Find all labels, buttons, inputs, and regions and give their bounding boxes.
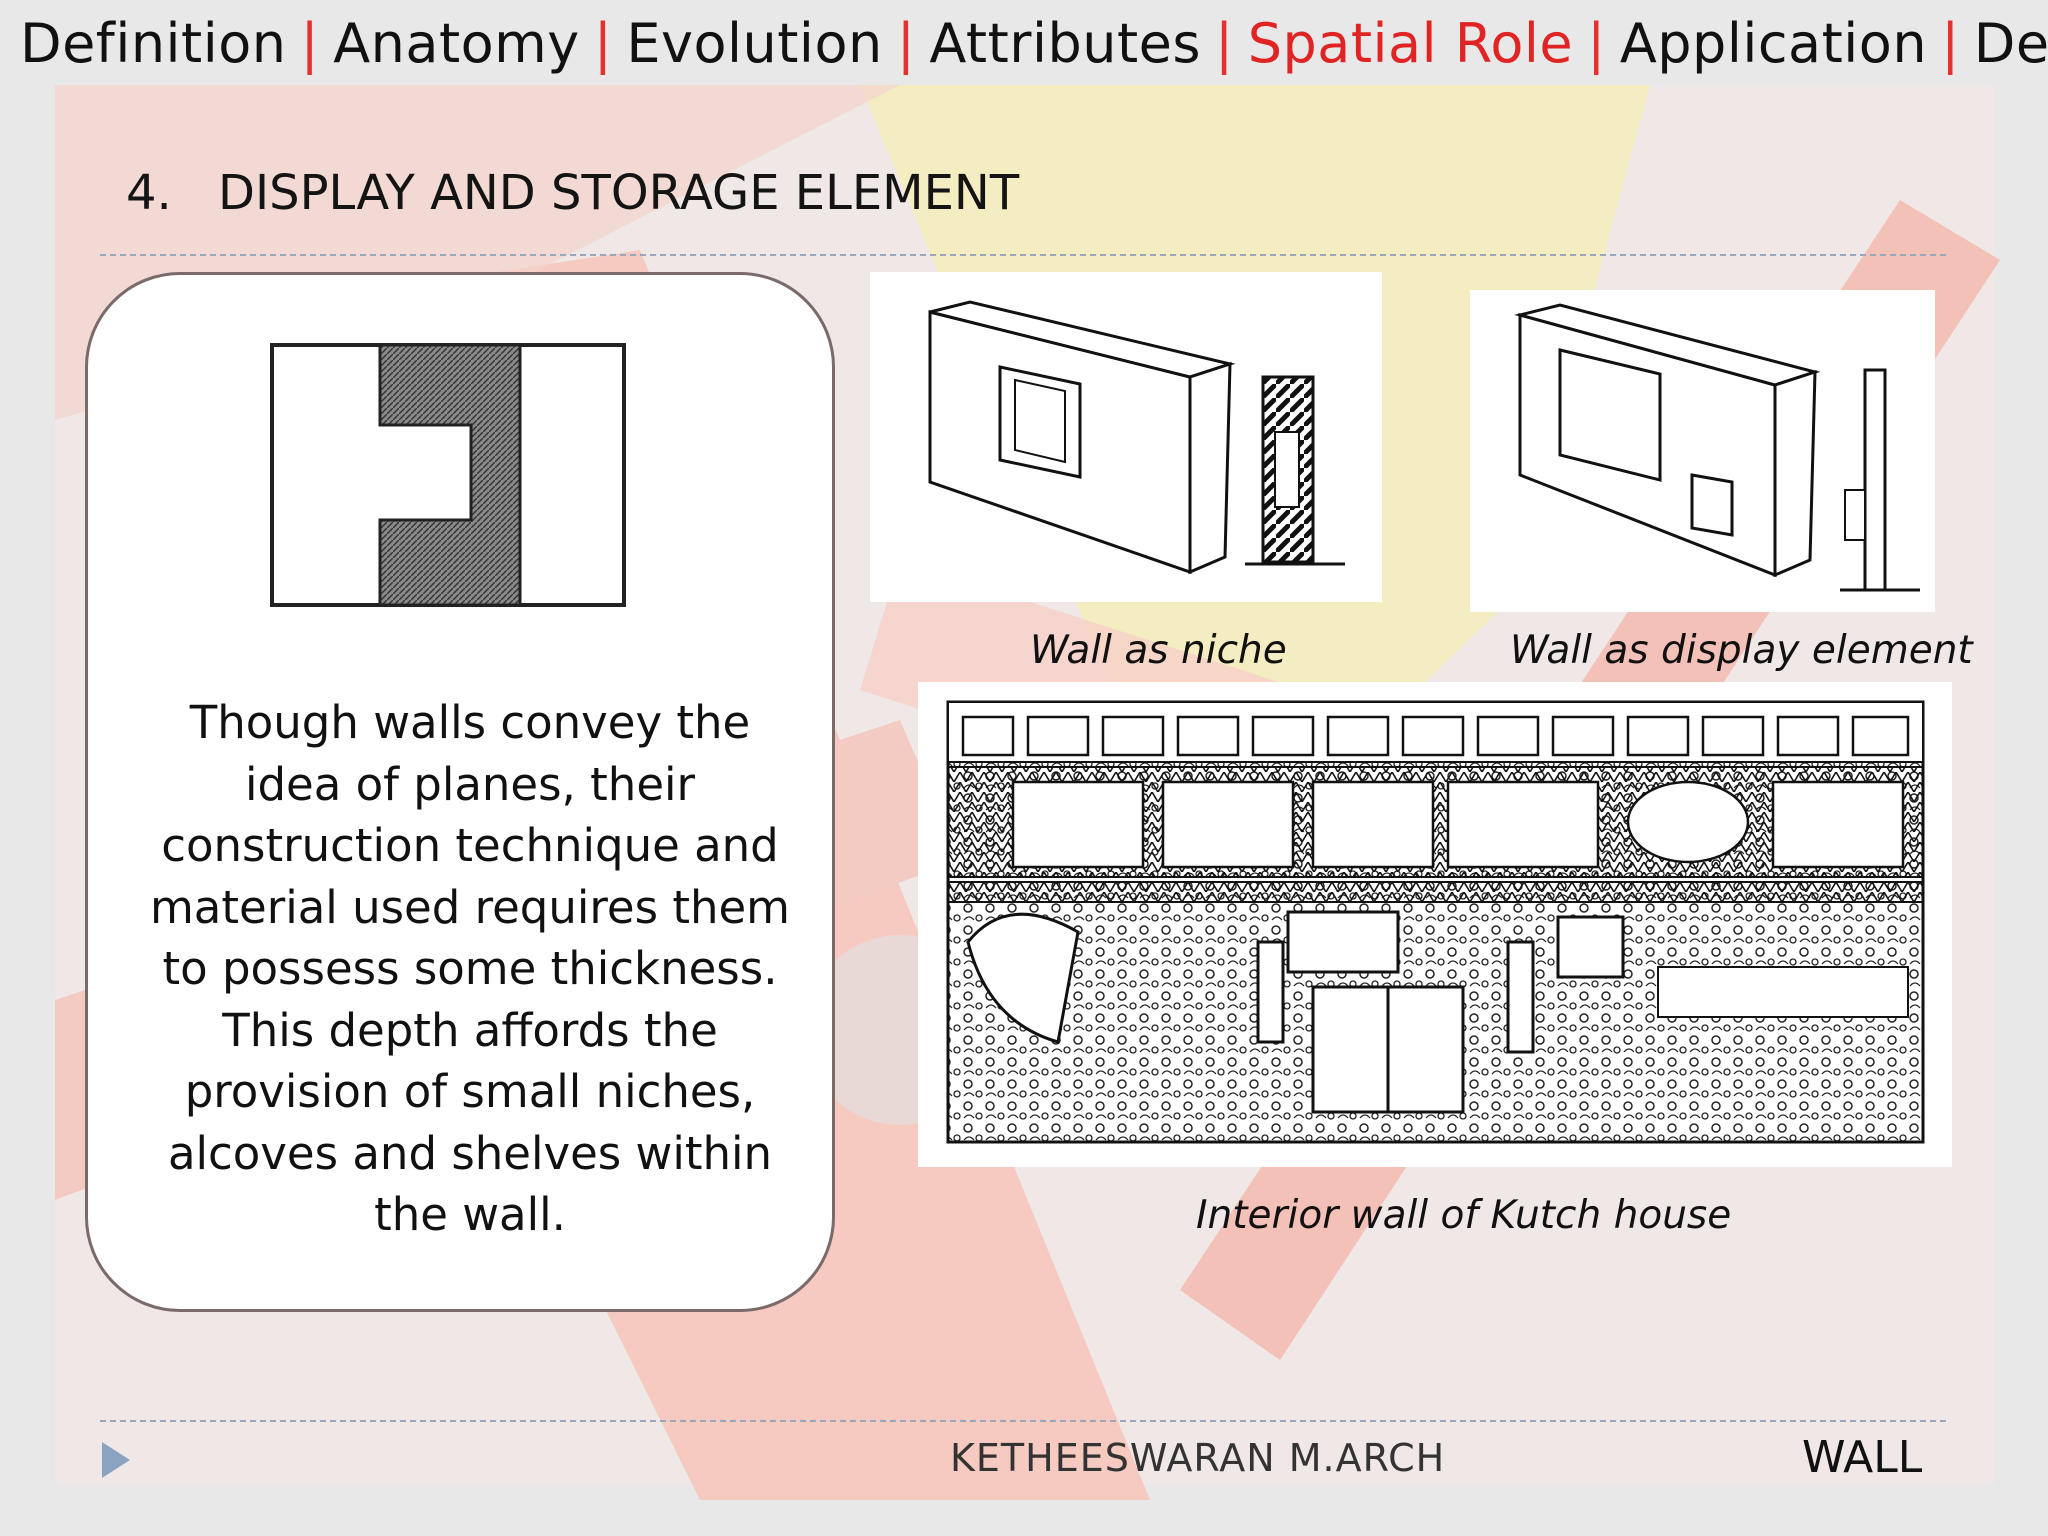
play-triangle-icon[interactable] [100, 1440, 132, 1480]
nav-item-spatial-role[interactable]: Spatial Role [1247, 12, 1574, 75]
section-nav: Definition|Anatomy|Evolution|Attributes|… [20, 12, 2048, 82]
nav-item-anatomy[interactable]: Anatomy [333, 12, 580, 75]
bottom-divider [100, 1420, 1946, 1422]
top-divider [100, 254, 1946, 256]
wall-niche-illustration [870, 272, 1382, 602]
nav-separator: | [1587, 12, 1606, 75]
nav-separator: | [300, 12, 320, 75]
nav-item-definition[interactable]: Definition [20, 12, 287, 75]
nav-item-application[interactable]: Application [1619, 12, 1928, 75]
slide-heading: 4. DISPLAY AND STORAGE ELEMENT [126, 165, 1019, 221]
caption-niche: Wall as niche [1030, 628, 1287, 673]
kutch-wall-illustration [918, 682, 1952, 1167]
nav-separator: | [593, 12, 613, 75]
heading-number: 4. [126, 165, 172, 221]
nav-separator: | [1941, 12, 1960, 75]
wall-display-illustration [1470, 290, 1935, 612]
nav-separator: | [1214, 12, 1234, 75]
footer-topic: WALL [1802, 1432, 1923, 1483]
heading-title: DISPLAY AND STORAGE ELEMENT [218, 165, 1020, 221]
caption-display: Wall as display element [1510, 628, 1973, 673]
footer-author: KETHEESWARAN M.ARCH [950, 1436, 1446, 1480]
nav-separator: | [896, 12, 916, 75]
nav-item-attributes[interactable]: Attributes [929, 12, 1201, 75]
description-paragraph: Though walls convey the idea of planes, … [149, 696, 791, 1241]
nav-item-evolution[interactable]: Evolution [626, 12, 883, 75]
wall-plan-diagram [270, 343, 626, 607]
caption-kutch: Interior wall of Kutch house [1196, 1193, 1732, 1238]
nav-item-design-cons[interactable]: Design-Cons. [1973, 12, 2048, 75]
